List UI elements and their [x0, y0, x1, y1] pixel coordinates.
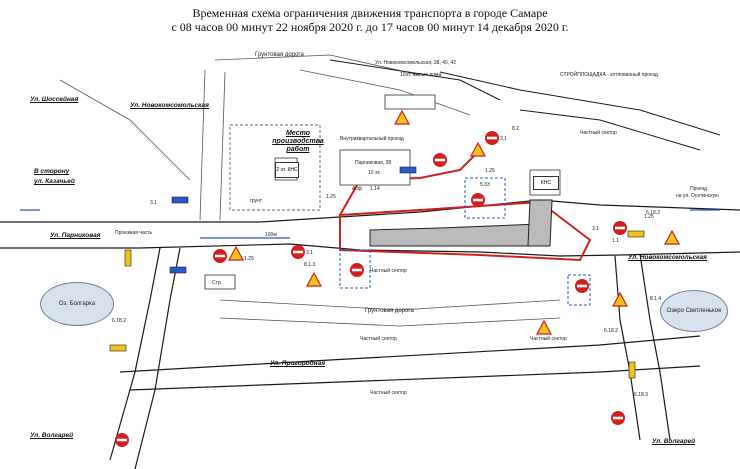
lake-bolgarka: Оз. Болгарка: [40, 282, 114, 326]
label-residential: 10эт. жилые дома: [400, 72, 442, 78]
warning-sign: [305, 271, 323, 287]
sign-code: 1.25: [485, 168, 495, 174]
label-road-part: Проезжая часть: [115, 230, 153, 236]
warning-sign: [227, 245, 245, 261]
small-building-1: 2 эт. КНС: [275, 162, 299, 178]
label-floors: 10 эт.: [368, 170, 381, 176]
sign-code: 3.1: [500, 136, 507, 142]
no-entry-sign: [115, 433, 129, 447]
sign-code: 8.1.3: [304, 262, 316, 268]
road-dirt-top: [59, 54, 471, 221]
detour-plate: [171, 196, 189, 204]
detour-plate: [399, 166, 417, 174]
no-entry-sign: [611, 411, 625, 425]
sign-code: 8.2: [512, 126, 519, 132]
label-passage-2: на ул. Осетинскую: [676, 193, 719, 199]
detour-plate: [124, 249, 132, 267]
sign-code: 1.1: [612, 238, 619, 244]
road-volgarey-right: [614, 253, 671, 441]
no-entry-sign: [613, 221, 627, 235]
road-dirt-mid: [219, 299, 561, 327]
detour-plate: [628, 361, 636, 379]
label-private-sector-4: Частный сектор: [370, 390, 407, 396]
label-private-sector-5: Частный сектор: [530, 336, 567, 342]
sign-code: 1.14: [370, 186, 380, 192]
sign-code: 1.25: [244, 256, 254, 262]
sign-code: 3.1: [306, 250, 313, 256]
small-building-2: КНС: [533, 176, 559, 190]
warning-sign: [611, 291, 629, 307]
sign-code: 3.1: [150, 200, 157, 206]
street-shosseinaya: Ул. Шоссейная: [30, 96, 79, 103]
map-title-line-1: Временная схема ограничения движения тра…: [192, 6, 548, 20]
work-zone: [339, 149, 592, 262]
road-novokomsomolskaya-top: [329, 59, 721, 151]
sign-code: 6.18.3: [634, 392, 648, 398]
label-private-sector-2: Частный сектор: [370, 268, 407, 274]
work-object: [369, 199, 553, 247]
site-title: Место производства работ: [272, 130, 324, 153]
label-distance: 100м: [265, 232, 277, 238]
sign-code: 1.25: [326, 194, 336, 200]
sign-code: 6.18.2: [604, 328, 618, 334]
street-prigorodnaya: Ул. Пригородная: [270, 360, 326, 367]
no-entry-sign: [350, 263, 364, 277]
no-entry-sign: [433, 153, 447, 167]
no-entry-sign: [213, 249, 227, 263]
sign-code: 6.18.3: [646, 210, 660, 216]
warning-sign: [535, 319, 553, 335]
label-ground-road-mid: Грунтовая дорога: [365, 308, 414, 314]
no-entry-sign: [291, 245, 305, 259]
label-building-novokomsomolskaya: Ул. Новокомсомольская, 38, 40, 42: [375, 60, 457, 66]
label-passage-1: Проезд: [690, 186, 707, 192]
label-construction: СТРОЙПЛОЩАДКА - котлованный проезд: [560, 72, 658, 78]
label-private-sector-1: Частный сектор: [580, 130, 617, 136]
detour-boxes: [339, 177, 591, 306]
sign-code: 6.18.2: [112, 318, 126, 324]
lake-svetlenkoe: Озеро Светленькое: [660, 290, 728, 332]
warning-sign: [469, 141, 487, 157]
sign-code: 5.33: [480, 182, 490, 188]
street-volgarey-right: Ул. Волгарей: [652, 438, 696, 445]
label-pier: Стр.: [212, 280, 223, 286]
label-parnikovaya-38: Парниковая, 38: [355, 160, 392, 166]
to-kazachya-line-1: В сторону: [34, 168, 70, 175]
street-volgarey-left: Ул. Волгарей: [30, 432, 74, 439]
no-entry-sign: [485, 131, 499, 145]
label-ground: грунт: [250, 198, 263, 204]
sign-code: 8.1.4: [650, 296, 662, 302]
road-vertical-left: [109, 247, 181, 469]
warning-sign: [663, 229, 681, 245]
label-private-sector-3: Частный сектор: [360, 336, 397, 342]
street-parnikovaya: Ул. Парниковая: [50, 232, 101, 239]
label-ground-road-top: Грунтовая дорога: [255, 52, 304, 58]
sign-code: 1.25: [644, 214, 654, 220]
site-enclosure: [229, 124, 321, 211]
label-asphalt: Асф: [352, 186, 362, 192]
street-novokomsomolskaya-top: Ул. Новокомсомольская: [130, 102, 209, 109]
arrows: [20, 209, 720, 239]
no-entry-sign: [575, 279, 589, 293]
street-novokomsomolskaya-right: Ул. Новокомсомольская: [628, 254, 707, 261]
map-title-line-2: с 08 часов 00 минут 22 ноября 2020 г. до…: [171, 20, 569, 34]
detour-plate: [169, 266, 187, 274]
detour-plate: [627, 230, 645, 238]
detour-plate: [109, 344, 127, 352]
to-kazachya-line-2: ул. Казачьей: [34, 178, 75, 185]
sign-code: 3.1: [592, 226, 599, 232]
label-intraquarter: Внутриквартальный проезд: [340, 136, 404, 142]
no-entry-sign: [471, 193, 485, 207]
warning-sign: [393, 109, 411, 125]
road-prigorodnaya: [119, 335, 701, 391]
